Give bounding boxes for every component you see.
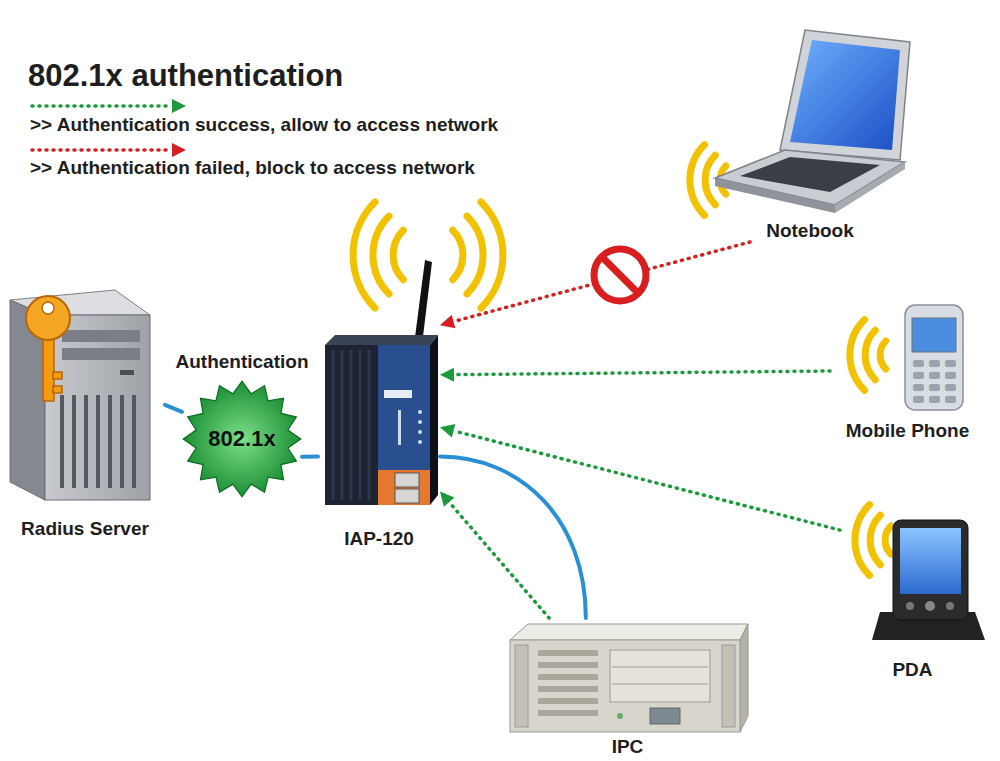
arrowhead [440, 368, 454, 382]
connector [440, 457, 586, 618]
connector [165, 405, 182, 412]
auth-starburst: Authentication802.1x [182, 380, 302, 498]
connector-line [449, 502, 549, 618]
laptop-icon [715, 30, 910, 213]
radius-server: Radius Server [5, 285, 165, 540]
legend-text: >> Authentication failed, block to acces… [30, 157, 475, 179]
connector [440, 242, 750, 328]
device-label: Radius Server [21, 517, 149, 540]
access-point: IAP-120 [318, 258, 440, 550]
connector-line [454, 242, 750, 322]
connector-line [302, 455, 318, 459]
connector-line [454, 431, 840, 530]
industrial-pc: IPC [505, 618, 750, 758]
connector-line [165, 405, 182, 412]
node-heading: Authentication [176, 351, 309, 373]
connector [440, 368, 830, 382]
device-label: Notebook [766, 219, 854, 242]
device-label: PDA [892, 658, 932, 681]
notebook-device: Notebook [710, 28, 910, 242]
connector [440, 492, 549, 618]
phone-icon [905, 305, 963, 410]
industrial-pc-icon [510, 624, 748, 732]
starburst-outline [183, 381, 301, 497]
device-label: Mobile Phone [846, 419, 970, 442]
diagram-title: 802.1x authentication [28, 58, 343, 94]
connector-line [440, 457, 586, 618]
pda-icon [872, 520, 985, 640]
arrowhead [440, 492, 454, 507]
access-point-icon [325, 260, 438, 505]
connector [440, 424, 840, 530]
mobile-phone: Mobile Phone [830, 300, 985, 442]
pda-device: PDA [840, 485, 985, 681]
arrowhead [440, 424, 455, 438]
legend-text: >> Authentication success, allow to acce… [30, 114, 498, 136]
device-label: IAP-120 [344, 527, 414, 550]
arrowhead [440, 315, 455, 329]
device-label: IPC [612, 735, 644, 758]
wifi-waves [353, 145, 891, 576]
connector-line [454, 371, 830, 375]
connector [302, 456, 318, 457]
node-label: 802.1x [208, 426, 275, 452]
server-icon [10, 290, 150, 500]
